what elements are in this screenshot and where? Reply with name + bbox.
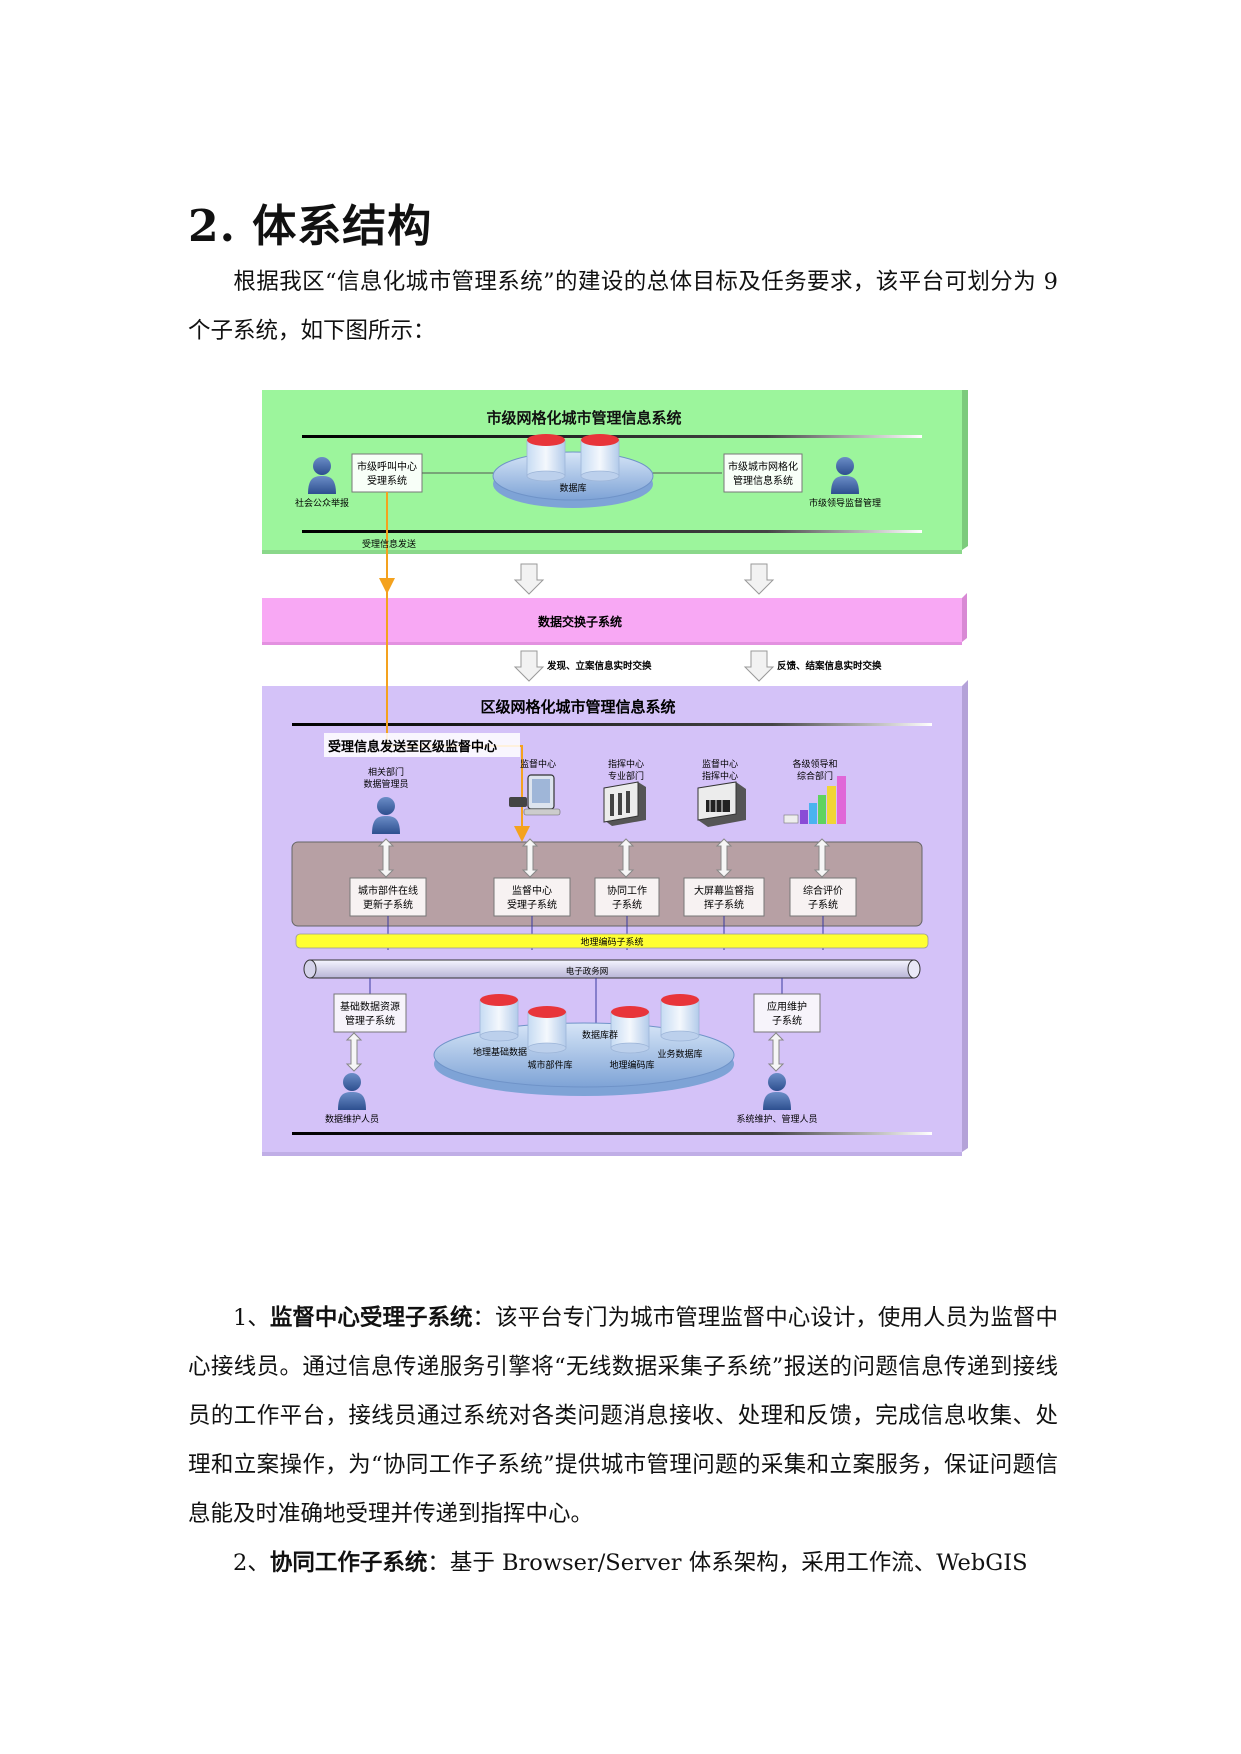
- section-heading: 2. 体系结构: [188, 201, 433, 252]
- geocode-bar: [295, 933, 929, 949]
- dept-admin-label-1: 相关部门: [368, 766, 404, 778]
- sub4-label-2: 挥子系统: [704, 898, 744, 911]
- leaders-label-1: 各级领导和: [792, 758, 837, 770]
- city-call-center-box: [351, 453, 423, 493]
- maint-label-1: 应用维护: [767, 1000, 807, 1013]
- item2-prefix: 2、: [233, 1550, 270, 1576]
- send-info-label: 受理信息发送: [362, 538, 416, 550]
- public-report-label: 社会公众举报: [295, 497, 349, 509]
- db-business-label: 业务数据库: [657, 1048, 702, 1060]
- sys-maint-label: 系统维护、管理人员: [736, 1113, 817, 1125]
- intro-text: 根据我区“信息化城市管理系统”的建设的总体目标及任务要求，该平台可划分为 9 个…: [188, 269, 1058, 344]
- architecture-diagram: 市级网格化城市管理信息系统 社会公众举报 市级呼叫中心 受理系统 数据库 市级城…: [262, 390, 968, 1156]
- sub1-label-1: 城市部件在线: [358, 884, 418, 897]
- item1-paragraph: 1、监督中心受理子系统：该平台专门为城市管理监督中心设计，使用人员为监督中心接线…: [188, 1294, 1058, 1539]
- city-call-center-label-2: 受理系统: [367, 474, 407, 487]
- city-grid-system-box: [723, 453, 803, 493]
- subsystem-box-2: 监督中心 受理子系统: [493, 877, 571, 917]
- sub1-label-2: 更新子系统: [363, 898, 413, 911]
- sub5-label-2: 子系统: [808, 898, 838, 911]
- city-database-label: 数据库: [559, 482, 586, 494]
- command-center-label-2: 专业部门: [608, 770, 644, 782]
- item1-title: 监督中心受理子系统: [269, 1305, 473, 1331]
- phone-computer-icon: [509, 774, 561, 816]
- sub5-label-1: 综合评价: [803, 884, 843, 897]
- exchange-arrow-left-bottom: [514, 650, 544, 682]
- subsystem-box-1: 城市部件在线 更新子系统: [349, 877, 427, 917]
- sub2-label-1: 监督中心: [512, 884, 552, 897]
- bar-chart-icon: [783, 776, 846, 824]
- app-maint-box: 应用维护 子系统: [753, 993, 821, 1033]
- server-icon: [603, 781, 646, 826]
- basic-label-2: 管理子系统: [345, 1014, 395, 1027]
- exchange-system-title: 数据交换子系统: [538, 614, 622, 629]
- city-database-icon: [492, 433, 654, 508]
- subsystem-box-4: 大屏幕监督指 挥子系统: [683, 877, 765, 917]
- supervise-command-label-1: 监督中心: [702, 758, 738, 770]
- item1-body: ：该平台专门为城市管理监督中心设计，使用人员为监督中心接线员。通过信息传递服务引…: [188, 1305, 1058, 1527]
- sub3-label-2: 子系统: [612, 898, 642, 911]
- egov-label: 电子政务网: [566, 966, 609, 977]
- leaders-label-2: 综合部门: [797, 770, 833, 782]
- db-geocode-label: 地理编码库: [609, 1059, 654, 1071]
- command-center-label-1: 指挥中心: [608, 758, 644, 770]
- item2-paragraph: 2、协同工作子系统：基于 Browser/Server 体系架构，采用工作流、W…: [188, 1539, 1058, 1588]
- db-parts-label: 城市部件库: [527, 1059, 572, 1071]
- egov-pipe: [303, 959, 921, 979]
- dept-admin-label-2: 数据管理员: [363, 778, 408, 790]
- send-to-district-label: 受理信息发送至区级监督中心: [328, 739, 497, 755]
- exchange-right-label: 反馈、结案信息实时交换: [777, 660, 882, 672]
- intro-paragraph: 根据我区“信息化城市管理系统”的建设的总体目标及任务要求，该平台可划分为 9 个…: [188, 258, 1058, 356]
- sub2-label-2: 受理子系统: [507, 898, 557, 911]
- city-grid-label-2: 管理信息系统: [733, 474, 793, 487]
- exchange-system-panel: [262, 598, 962, 642]
- supervise-command-label-2: 指挥中心: [702, 770, 738, 782]
- exchange-left-label: 发现、立案信息实时交换: [546, 660, 652, 672]
- geocode-label: 地理编码子系统: [580, 936, 643, 948]
- db-geo-basic-label: 地理基础数据: [473, 1046, 527, 1058]
- database-group-icon: [433, 993, 735, 1096]
- maint-label-2: 子系统: [772, 1014, 802, 1027]
- city-grid-label-1: 市级城市网格化: [728, 460, 798, 473]
- item2-body: ：基于 Browser/Server 体系架构，采用工作流、WebGIS: [427, 1550, 1028, 1576]
- big-screen-icon: [697, 781, 746, 827]
- sub3-label-1: 协同工作: [607, 884, 647, 897]
- subsystem-box-5: 综合评价 子系统: [789, 877, 857, 917]
- data-maint-label: 数据维护人员: [325, 1113, 379, 1125]
- district-system-title: 区级网格化城市管理信息系统: [480, 698, 675, 716]
- city-leader-label: 市级领导监督管理: [809, 497, 881, 509]
- item2-title: 协同工作子系统: [269, 1550, 428, 1576]
- item1-prefix: 1、: [233, 1305, 270, 1331]
- basic-label-1: 基础数据资源: [340, 1000, 400, 1013]
- sub4-label-1: 大屏幕监督指: [694, 884, 754, 897]
- city-system-title: 市级网格化城市管理信息系统: [486, 409, 681, 427]
- exchange-arrow-right-bottom: [744, 650, 774, 682]
- subsystem-box-3: 协同工作 子系统: [594, 877, 660, 917]
- exchange-arrow-left-top: [514, 563, 544, 595]
- city-call-center-label-1: 市级呼叫中心: [357, 460, 417, 473]
- basic-data-box: 基础数据资源 管理子系统: [333, 993, 407, 1033]
- supervise-center-label: 监督中心: [520, 758, 556, 770]
- exchange-arrow-right-top: [744, 563, 774, 595]
- db-group-label: 数据库群: [582, 1029, 618, 1041]
